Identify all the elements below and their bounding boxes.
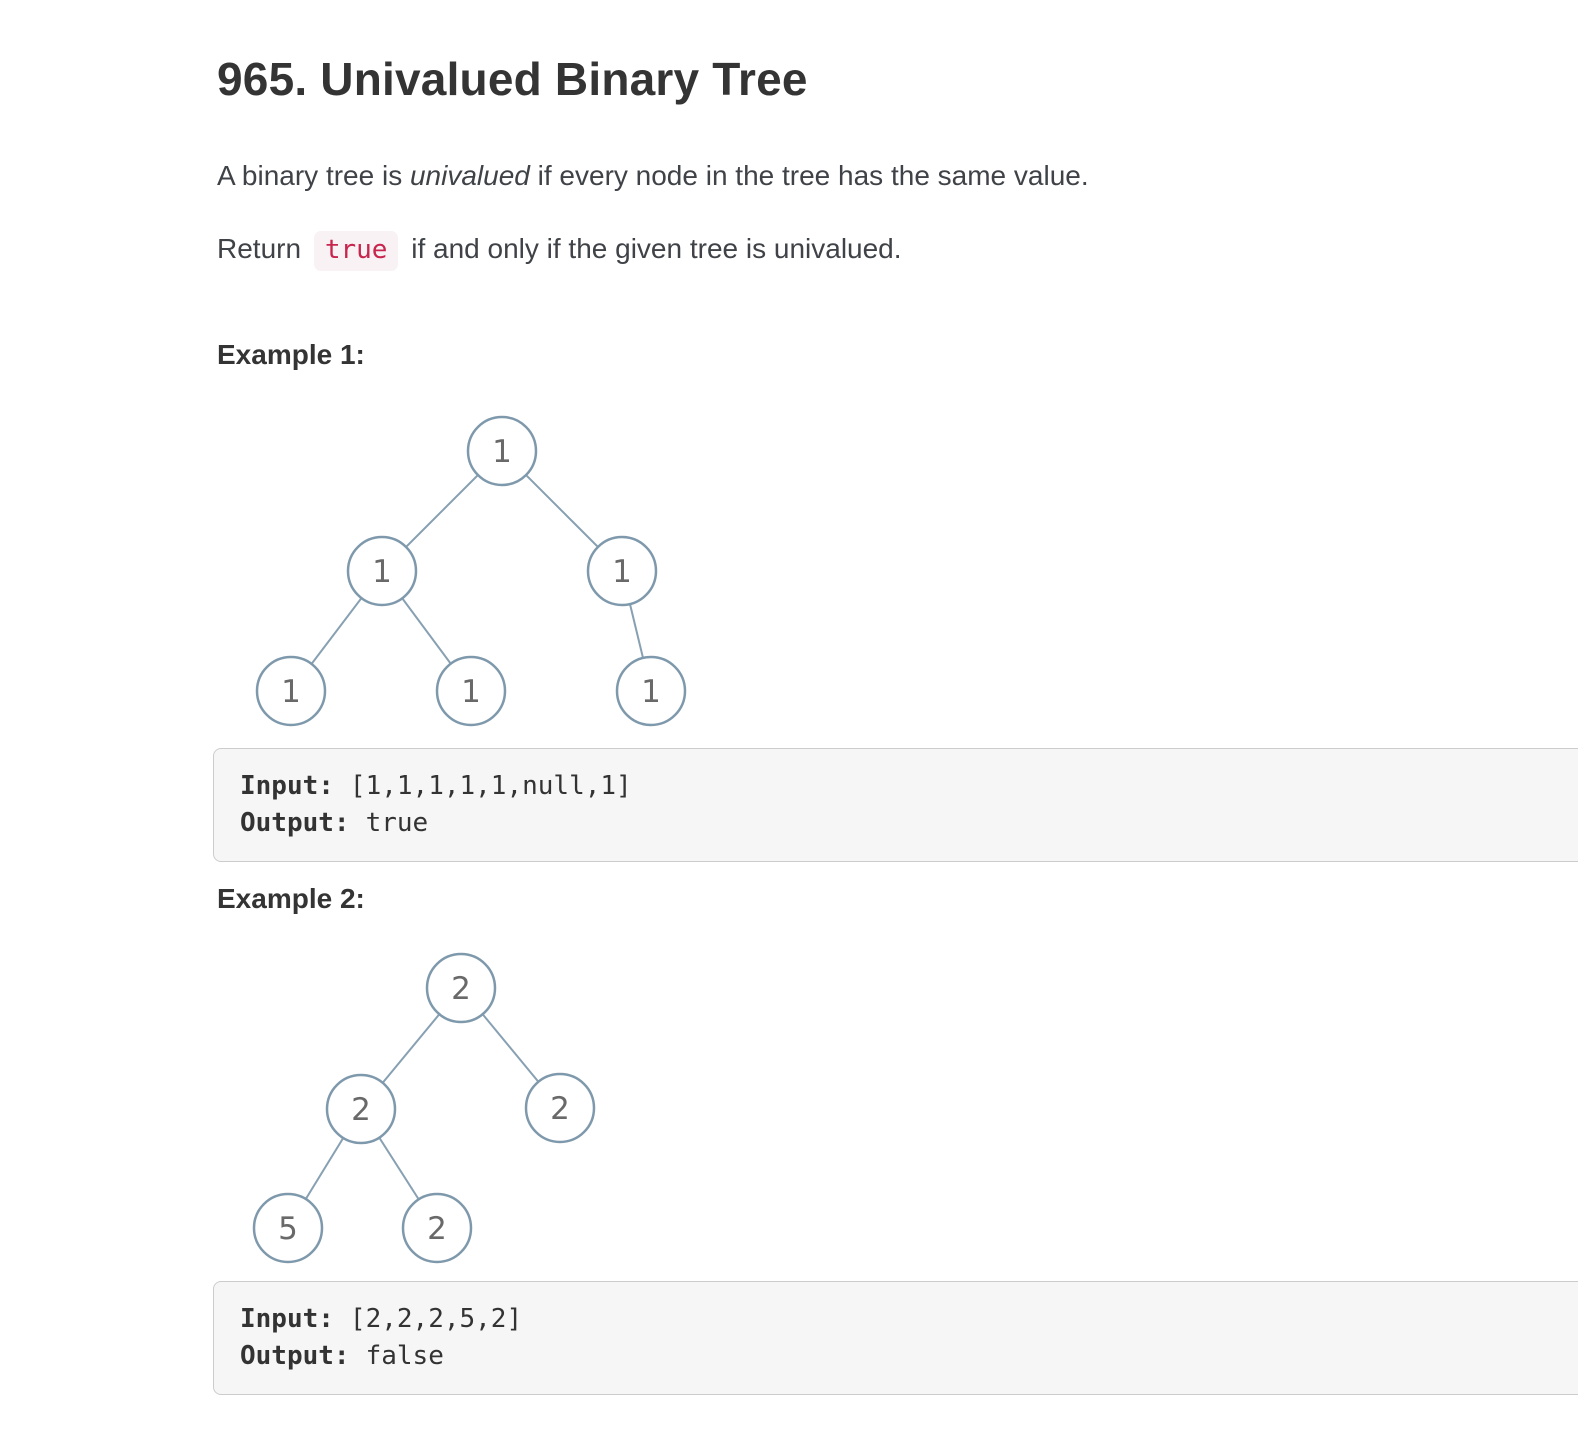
tree-node: 1 <box>255 655 327 727</box>
description-text-before: A binary tree is <box>217 160 410 191</box>
tree-node-value: 1 <box>641 674 661 710</box>
output-line: Output: false <box>240 1338 1575 1375</box>
tree-node-circle <box>425 952 497 1024</box>
example-2-section: Example 2: 2 2 2 5 2 Input: [2,2,2,5,2] Output… <box>213 882 1578 1395</box>
tree-node: 1 <box>346 535 418 607</box>
return-text-before: Return <box>217 233 309 264</box>
tree-node-circle <box>524 1072 596 1144</box>
tree-node-circle <box>401 1192 473 1264</box>
tree-node: 2 <box>325 1073 397 1145</box>
input-value: [2,2,2,5,2] <box>349 1304 523 1334</box>
tree-node-value: 2 <box>451 971 471 1007</box>
description-line-1: A binary tree is univalued if every node… <box>217 156 1578 196</box>
example-1-section: Example 1: 1 1 1 1 1 1 Input: [1,1,1,1,1,null,… <box>213 338 1578 862</box>
tree-node-value: 5 <box>278 1211 298 1247</box>
tree-node-value: 2 <box>550 1091 570 1127</box>
example-2-io-block: Input: [2,2,2,5,2] Output: false <box>213 1281 1578 1395</box>
tree-node-circle <box>252 1192 324 1264</box>
tree-node-value: 1 <box>281 674 301 710</box>
tree-node: 1 <box>435 655 507 727</box>
tree-node-value: 2 <box>351 1092 371 1128</box>
tree-node-circle <box>586 535 658 607</box>
tree-node-value: 1 <box>492 434 512 470</box>
tree-node-circle <box>325 1073 397 1145</box>
description-line-2: Return true if and only if the given tre… <box>217 227 1578 272</box>
output-label: Output: <box>240 808 350 838</box>
tree-node: 1 <box>615 655 687 727</box>
tree-node-circle <box>466 415 538 487</box>
output-line: Output: true <box>240 805 1575 842</box>
input-value: [1,1,1,1,1,null,1] <box>349 771 632 801</box>
tree-node: 2 <box>524 1072 596 1144</box>
tree-node-circle <box>346 535 418 607</box>
output-value: true <box>365 808 429 838</box>
tree-node: 2 <box>425 952 497 1024</box>
output-value: false <box>365 1341 444 1371</box>
example-1-heading: Example 1: <box>217 339 365 370</box>
inline-code-true: true <box>313 231 399 271</box>
binary-tree-diagram-1: 1 1 1 1 1 1 <box>255 415 687 727</box>
tree-node-circle <box>615 655 687 727</box>
tree-node: 2 <box>401 1192 473 1264</box>
tree-node: 1 <box>466 415 538 487</box>
description-text-after: if every node in the tree has the same v… <box>529 160 1089 191</box>
tree-node-circle <box>255 655 327 727</box>
problem-title: 965. Univalued Binary Tree <box>217 53 808 105</box>
example-2-heading: Example 2: <box>217 883 365 914</box>
return-text-after: if and only if the given tree is univalu… <box>403 233 902 264</box>
tree-node-value: 1 <box>612 554 632 590</box>
tree-node-value: 2 <box>427 1211 447 1247</box>
tree-node: 5 <box>252 1192 324 1264</box>
problem-page: 965. Univalued Binary Tree A binary tree… <box>0 52 1578 1429</box>
binary-tree-diagram-2: 2 2 2 5 2 <box>252 952 596 1264</box>
tree-node-value: 1 <box>372 554 392 590</box>
tree-node-value: 1 <box>461 674 481 710</box>
input-line: Input: [1,1,1,1,1,null,1] <box>240 768 1575 805</box>
input-label: Input: <box>240 1304 334 1334</box>
input-label: Input: <box>240 771 334 801</box>
example-1-io-block: Input: [1,1,1,1,1,null,1] Output: true <box>213 748 1578 862</box>
univalued-emphasis: univalued <box>409 160 530 191</box>
output-label: Output: <box>240 1341 350 1371</box>
input-line: Input: [2,2,2,5,2] <box>240 1301 1575 1338</box>
tree-node-circle <box>435 655 507 727</box>
tree-node: 1 <box>586 535 658 607</box>
